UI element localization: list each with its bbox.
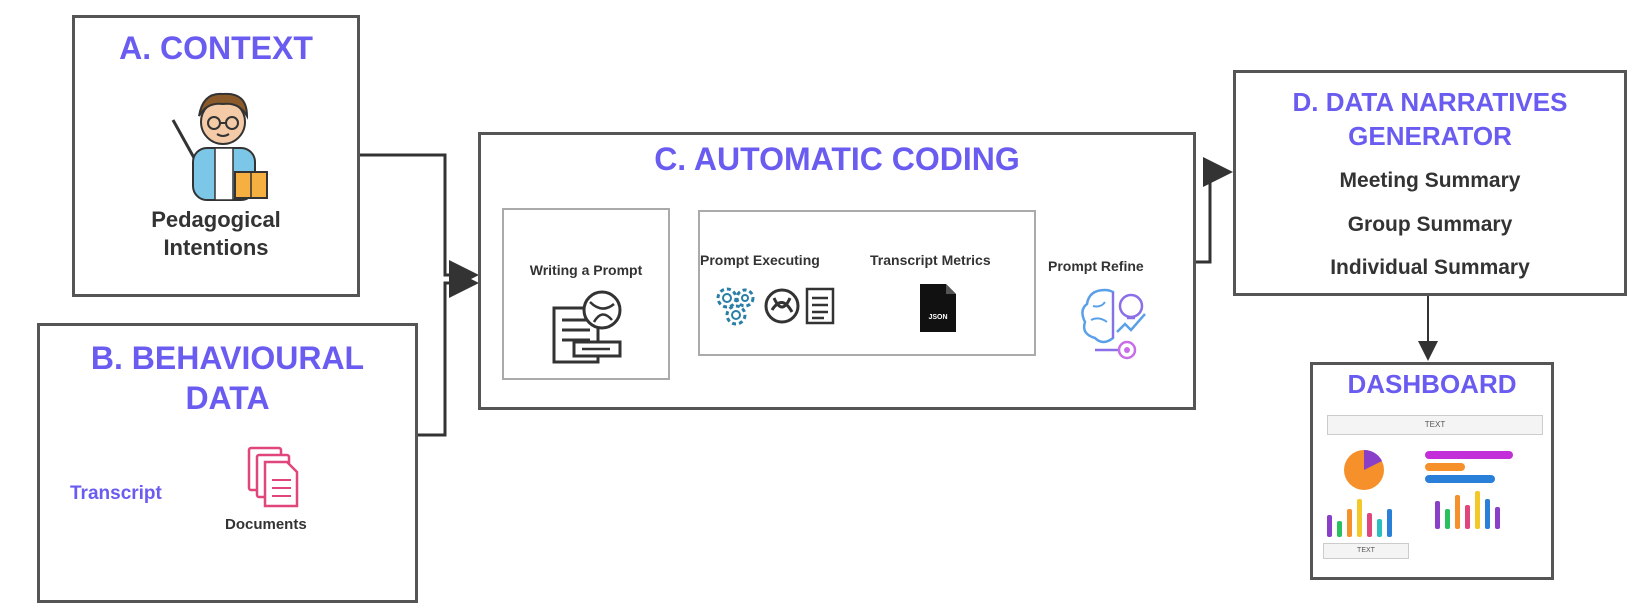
transcript-metrics-label: Transcript Metrics <box>870 252 991 268</box>
documents-icon <box>247 446 299 508</box>
document-lines-icon <box>805 287 835 325</box>
narrative-item: Meeting Summary <box>1339 169 1521 192</box>
connector-context-to-coding <box>360 153 479 290</box>
narrative-item: Individual Summary <box>1330 256 1530 279</box>
narratives-box: D. DATA NARRATIVES GENERATOR Meeting Sum… <box>1233 70 1627 296</box>
gears-icon <box>716 287 755 326</box>
context-label: Pedagogical Intentions <box>151 207 281 260</box>
documents-label: Documents <box>225 516 307 533</box>
narrative-item: Group Summary <box>1347 213 1513 236</box>
prompt-executing-label: Prompt Executing <box>700 252 820 268</box>
teacher-icon <box>171 92 268 201</box>
prompt-writing-icon <box>552 290 622 364</box>
context-box: A. CONTEXT Pedagogical Intentions <box>72 15 360 297</box>
prompt-refine-label: Prompt Refine <box>1048 258 1144 274</box>
bar-chart-icon <box>1327 499 1392 537</box>
writing-prompt-label: Writing a Prompt <box>529 262 643 278</box>
behavioural-box: B. BEHAVIOURAL DATA Transcript Documents <box>37 323 418 603</box>
writing-prompt-box: Writing a Prompt <box>502 208 670 380</box>
transcript-label: Transcript <box>70 483 162 504</box>
connector-coding-to-narratives <box>1196 157 1233 264</box>
context-title: A. CONTEXT <box>119 30 313 66</box>
brain-refine-icon <box>1081 288 1146 360</box>
pie-chart-icon <box>1344 449 1384 490</box>
dashboard-box: DASHBOARD TEXT TEXT <box>1310 362 1554 580</box>
automatic-coding-title: C. AUTOMATIC CODING <box>654 141 1020 177</box>
executing-metrics-box: Prompt Executing Transcript Metrics JSON <box>698 210 1036 356</box>
connector-behavioural-to-coding <box>418 268 479 437</box>
horizontal-bars-icon <box>1425 451 1513 483</box>
dashboard-title: DASHBOARD <box>1347 369 1517 399</box>
json-file-icon <box>920 284 956 332</box>
ai-model-icon <box>764 288 800 324</box>
json-icon-text: JSON <box>928 314 948 321</box>
dashboard-text-bottom: TEXT <box>1323 543 1409 559</box>
behavioural-title: B. BEHAVIOURAL DATA <box>90 340 365 416</box>
bar-chart-icon <box>1435 491 1500 529</box>
narratives-title: D. DATA NARRATIVES GENERATOR <box>1292 87 1568 151</box>
dashboard-text-top: TEXT <box>1327 415 1543 435</box>
